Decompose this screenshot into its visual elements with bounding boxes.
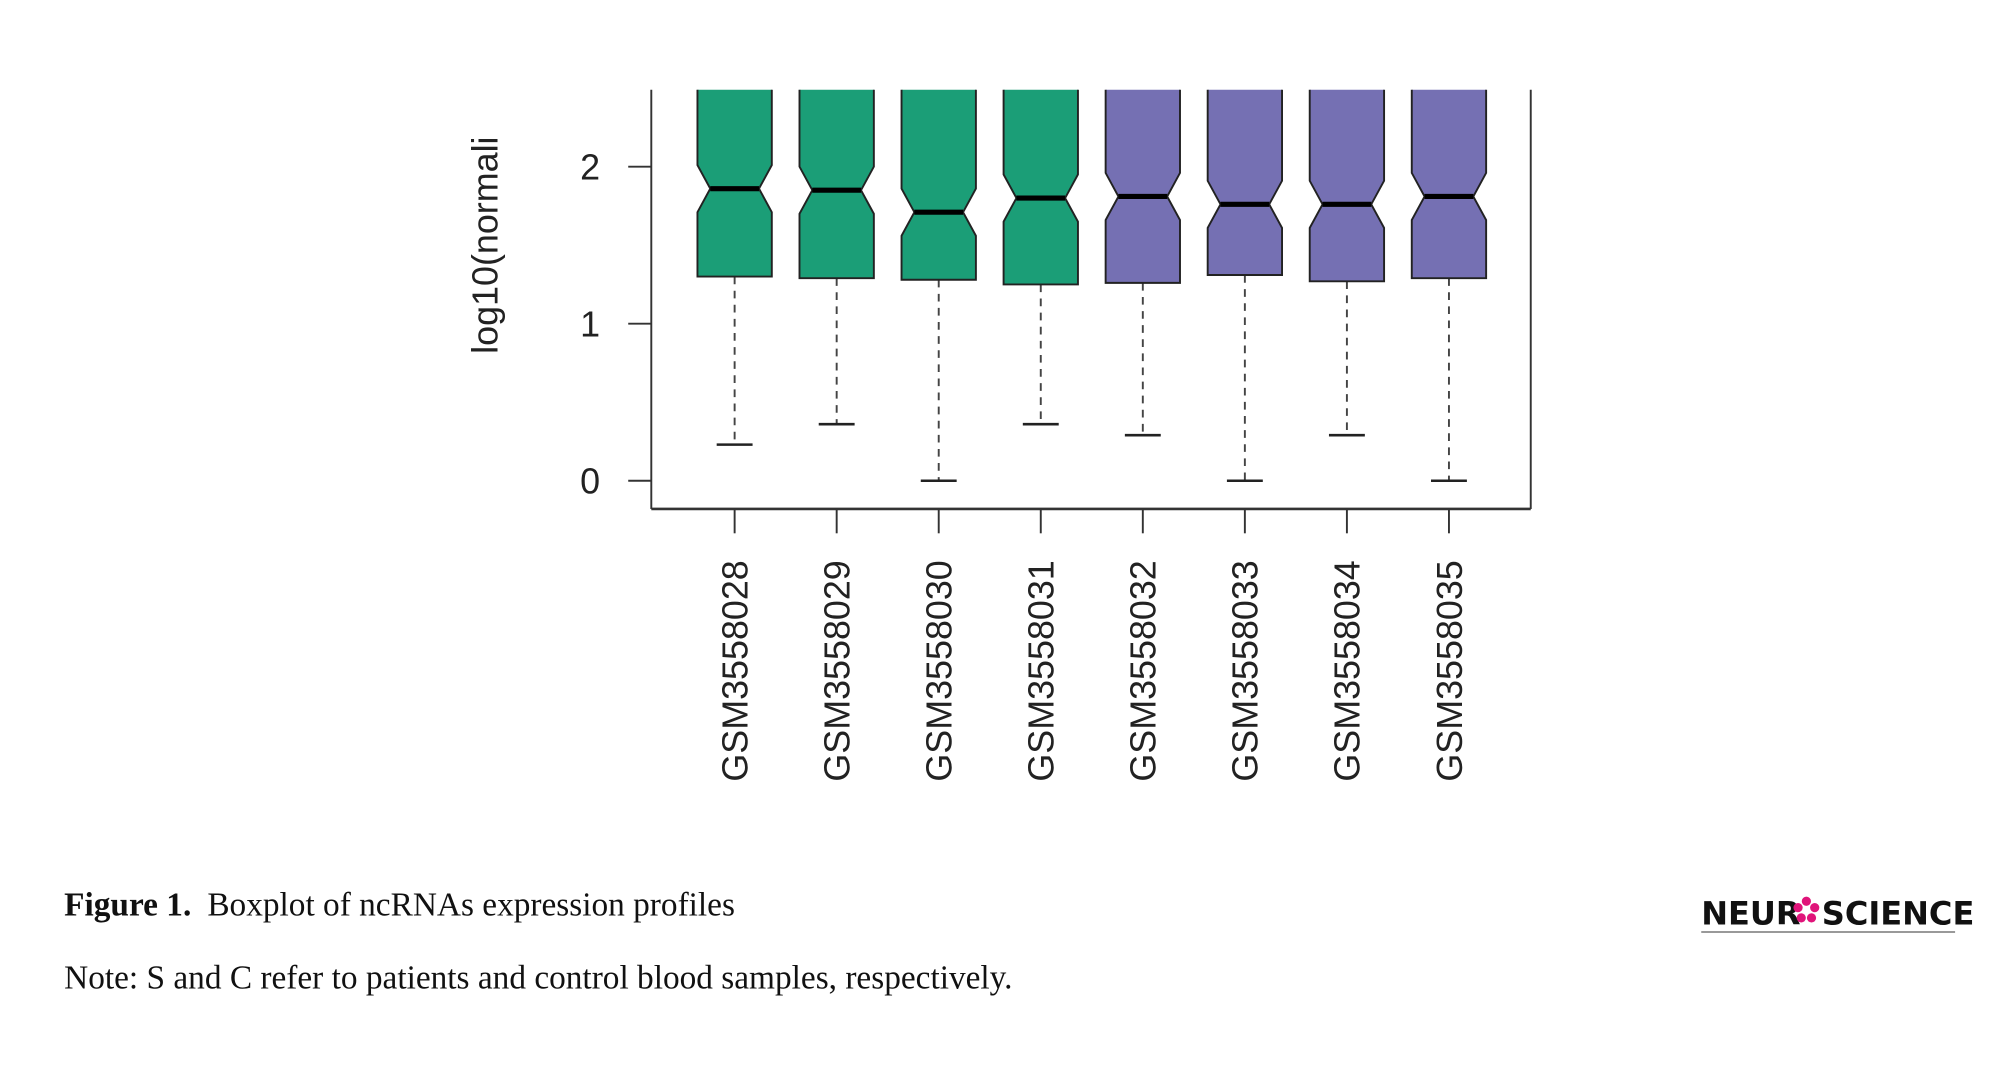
box-GSM3558035 [1410,89,1488,483]
box-GSM3558034 [1308,89,1386,437]
logo-text-right: SCIENCE [1822,894,1975,932]
logo-text-left: NEUR [1701,894,1801,932]
neuroscience-logo: NEUR SCIENCE [1701,894,1975,933]
boxplot-chart: 0 1 2 GSM3558028 GSM3558029 GSM3558030 GSM355… [465,89,1532,782]
box-body [900,89,977,281]
box-body [1206,89,1283,276]
caption: Figure 1. Boxplot of ncRNAs expression p… [64,886,1012,996]
box-body [798,89,875,280]
box-GSM3558028 [696,89,773,446]
box-body [1104,89,1181,284]
box-body [1308,89,1386,283]
box-body [1002,89,1079,286]
box-GSM3558029 [798,89,875,426]
box-GSM3558033 [1206,89,1283,483]
svg-text:Figure 1. Boxplot of ncR: Figure 1. Boxplot of ncRNAs expression p… [64,886,735,923]
y-tick-label: 2 [580,147,600,187]
logo-flower-icon [1793,896,1820,923]
box-body [1410,89,1488,280]
x-tick-label: GSM3558028 [715,560,755,781]
x-tick-label: GSM3558033 [1226,560,1266,781]
x-tick-label: GSM3558034 [1328,560,1368,781]
x-tick-label: GSM3558030 [920,560,960,781]
box-body [696,89,773,278]
x-tick-label: GSM3558029 [817,560,857,781]
x-tick-label: GSM3558035 [1430,560,1470,781]
y-tick-label: 0 [580,462,600,502]
box-GSM3558031 [1002,89,1079,426]
box-GSM3558032 [1104,89,1181,437]
y-tick-label: 1 [580,305,600,345]
figure-note: Note: S and C refer to patients and cont… [64,959,1012,996]
y-axis-label: log10(normali [465,136,505,353]
x-tick-label: GSM3558031 [1022,560,1062,781]
x-tick-label: GSM3558032 [1124,560,1164,781]
box-GSM3558030 [900,89,977,483]
figure-label: Figure 1. [64,886,191,923]
figure-title: Boxplot of ncRNAs expression profiles [207,886,735,923]
